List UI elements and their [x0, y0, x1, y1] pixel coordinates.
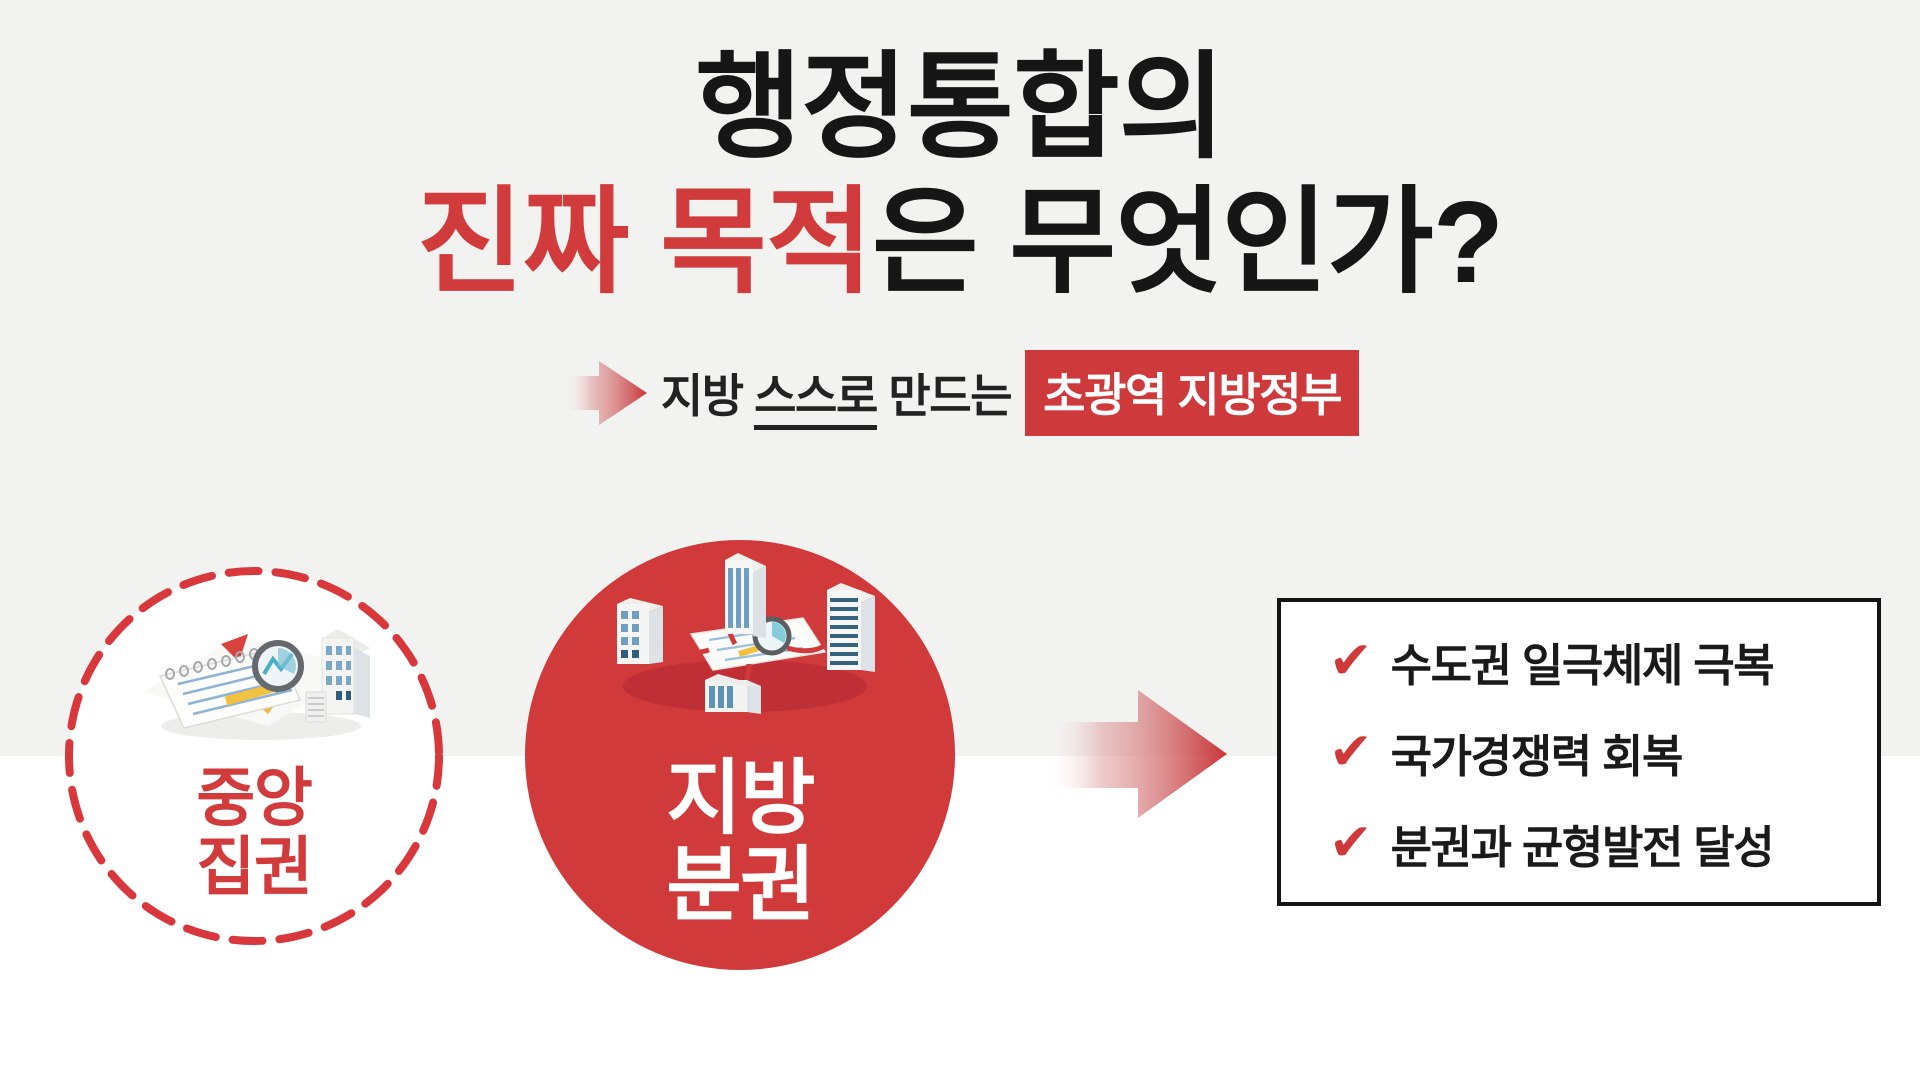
benefit-row: ✔ 수도권 일극체제 극복 [1329, 629, 1877, 694]
subtitle-suffix: 만드는 [876, 370, 1012, 422]
right-arrow-icon [560, 361, 647, 425]
decentralization-circle: 지방 분권 [525, 540, 955, 970]
decentralization-label: 지방 분권 [525, 753, 955, 931]
subtitle-text: 지방 스스로 만드는 [660, 360, 1013, 430]
benefit-label: 분권과 균형발전 달성 [1390, 821, 1775, 873]
building-left-icon [617, 598, 663, 664]
headline-highlight: 진짜 목적 [416, 176, 873, 307]
decentralization-label-line1: 지방 [666, 753, 815, 844]
decentralization-label-line2: 분권 [666, 839, 815, 931]
city-buildings-illustration [617, 553, 875, 714]
headline-line2: 진짜 목적은 무엇인가? [0, 175, 1920, 310]
benefit-row: ✔ 국가경쟁력 회복 [1329, 720, 1877, 785]
headline-line2-rest: 은 무엇인가? [872, 176, 1504, 307]
headline: 행정통합의 진짜 목적은 무엇인가? [0, 40, 1920, 309]
checkmark-icon: ✔ [1329, 632, 1373, 690]
benefit-label: 국가경쟁력 회복 [1390, 730, 1684, 782]
centralization-circle: 중앙 집권 [64, 566, 444, 946]
centralization-label: 중앙 집권 [64, 762, 444, 904]
building-right-icon [827, 583, 875, 672]
centralization-label-line2: 집권 [196, 831, 312, 904]
benefit-row: ✔ 분권과 균형발전 달성 [1329, 811, 1877, 876]
checkmark-icon: ✔ [1329, 723, 1373, 781]
building-top-icon [725, 553, 766, 638]
checkmark-icon: ✔ [1329, 814, 1373, 872]
subtitle-underlined: 스스로 [754, 370, 878, 430]
flow-arrow-icon [1045, 690, 1227, 818]
benefits-box: ✔ 수도권 일극체제 극복 ✔ 국가경쟁력 회복 ✔ 분권과 균형발전 달성 [1277, 598, 1881, 906]
building-bottom-icon [705, 674, 761, 714]
centralization-label-line1: 중앙 [196, 762, 312, 834]
building-icon [305, 629, 370, 723]
benefit-label: 수도권 일극체제 극복 [1390, 639, 1775, 691]
magnifier-icon [252, 640, 304, 692]
subtitle-row: 지방 스스로 만드는 초광역 지방정부 [0, 350, 1920, 436]
headline-line1: 행정통합의 [695, 42, 1225, 172]
subtitle-prefix: 지방 [660, 370, 755, 422]
notebook-magnifier-illustration [144, 629, 370, 740]
subtitle-tag: 초광역 지방정부 [1025, 350, 1360, 436]
